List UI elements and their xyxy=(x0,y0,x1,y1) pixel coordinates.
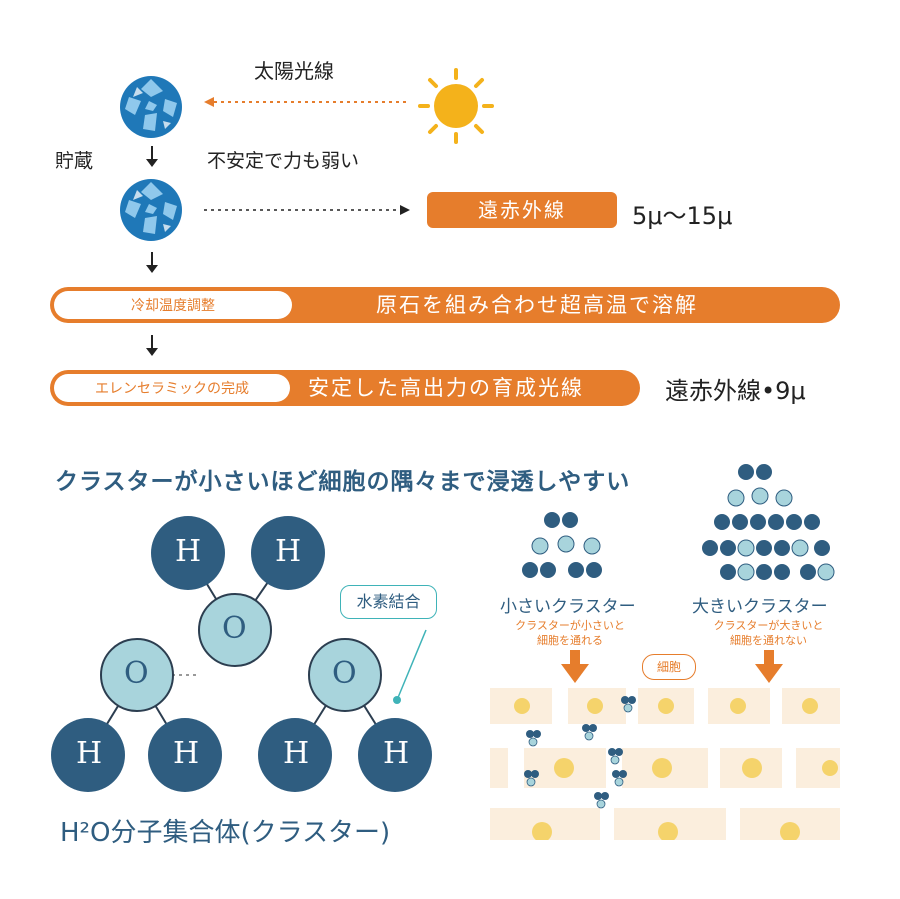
atom-h: H xyxy=(173,736,200,771)
arrow-down-icon xyxy=(146,146,158,167)
complete-tag-label: エレンセラミックの完成 xyxy=(95,381,249,397)
atom-h: H xyxy=(175,534,202,569)
atom-h: H xyxy=(275,534,302,569)
emission-arrow xyxy=(204,205,410,215)
hbond-label-text: 水素結合 xyxy=(356,592,421,611)
result-label: 遠赤外線•9μ xyxy=(665,377,806,405)
sunlight-label: 太陽光線 xyxy=(254,59,334,83)
small-cluster-note: クラスターが小さいと 細胞を通れる xyxy=(500,618,640,648)
atom-h: H xyxy=(76,736,103,771)
atom-o: O xyxy=(332,656,357,691)
cell-label: 細胞 xyxy=(642,654,696,680)
stable-text: 安定した高出力の育成光線 xyxy=(308,376,584,400)
small-cluster-label: 小さいクラスター xyxy=(500,597,636,617)
small-note-line-1: クラスターが小さいと xyxy=(515,619,625,632)
cooling-tag-label: 冷却温度調整 xyxy=(131,298,215,314)
crystal-icon xyxy=(120,179,182,241)
arrow-down-icon xyxy=(561,650,589,683)
section-title: クラスターが小さいほど細胞の隅々まで浸透しやすい xyxy=(55,469,631,495)
molecule-caption: H²O分子集合体(クラスター) xyxy=(60,818,391,848)
hbond-label: 水素結合 xyxy=(340,585,437,619)
arrow-down-icon xyxy=(146,335,158,356)
storage-label: 貯蔵 xyxy=(55,150,94,172)
sun-icon xyxy=(418,68,494,144)
complete-tag: エレンセラミックの完成 xyxy=(54,374,290,402)
atom-h: H xyxy=(283,736,310,771)
small-note-line-2: 細胞を通れる xyxy=(537,634,603,647)
arrow-down-icon xyxy=(146,252,158,273)
large-cluster-note: クラスターが大きいと 細胞を通れない xyxy=(696,618,841,648)
unstable-label: 不安定で力も弱い xyxy=(207,150,360,172)
far-infrared-pill: 遠赤外線 xyxy=(427,192,617,228)
molecule-cluster-diagram xyxy=(51,516,432,792)
cooling-tag: 冷却温度調整 xyxy=(54,291,292,319)
small-cluster-icon xyxy=(522,512,602,578)
complete-bar: エレンセラミックの完成 安定した高出力の育成光線 xyxy=(50,370,640,406)
atom-h: H xyxy=(383,736,410,771)
melting-bar: 冷却温度調整 原石を組み合わせ超高温で溶解 xyxy=(50,287,840,323)
large-cluster-icon xyxy=(702,464,835,581)
large-cluster-label: 大きいクラスター xyxy=(692,597,828,617)
far-infrared-label: 遠赤外線 xyxy=(478,198,566,222)
large-note-line-1: クラスターが大きいと xyxy=(713,619,824,632)
sunlight-arrow xyxy=(204,97,410,107)
atom-o: O xyxy=(222,611,247,646)
cell-layers xyxy=(490,688,840,840)
atom-o: O xyxy=(124,656,149,691)
melting-text: 原石を組み合わせ超高温で溶解 xyxy=(376,293,698,317)
crystal-icon xyxy=(120,76,182,138)
cell-label-text: 細胞 xyxy=(656,660,681,674)
large-note-line-2: 細胞を通れない xyxy=(730,634,807,647)
arrow-down-icon xyxy=(755,650,783,683)
wavelength-label: 5μ〜15μ xyxy=(632,202,733,230)
